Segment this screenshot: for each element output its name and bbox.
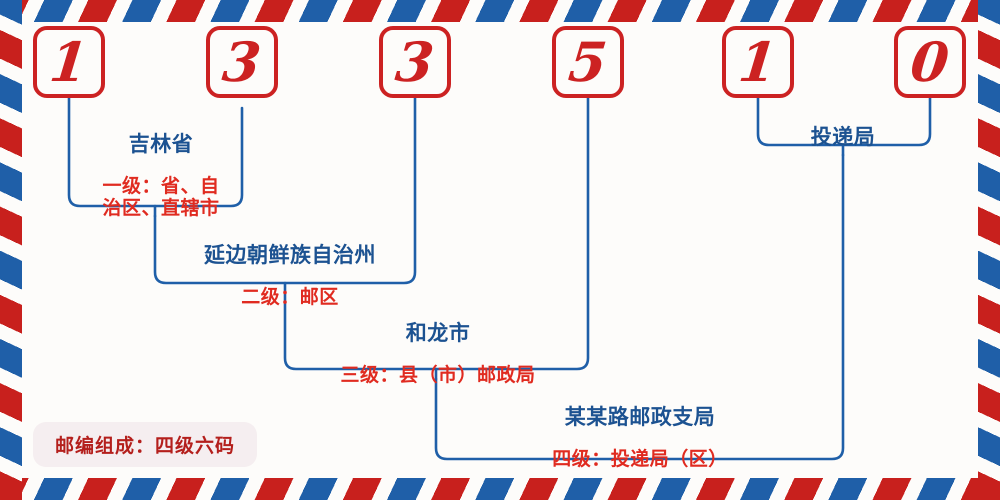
postcode-digit-1: 1 [33, 26, 105, 98]
postcode-digit-2: 3 [206, 26, 278, 98]
airmail-border-left [0, 0, 22, 500]
digit-glyph: 0 [907, 30, 953, 94]
postcode-digit-4: 5 [552, 26, 624, 98]
delivery-office-label: 投递局 [768, 106, 918, 167]
airmail-border-right [978, 0, 1000, 500]
digit-glyph: 3 [219, 30, 265, 94]
postcode-digit-5: 1 [722, 26, 794, 98]
digit-glyph: 3 [392, 30, 438, 94]
level-1-subtitle: 一级：省、自 治区、直辖市 [102, 176, 220, 220]
level-1-title: 吉林省 [128, 130, 194, 156]
digit-glyph: 1 [46, 30, 92, 94]
postcode-digit-6: 0 [894, 26, 966, 98]
level-4-subtitle: 四级：投递局（区） [552, 449, 728, 471]
airmail-border-bottom [0, 478, 1000, 500]
delivery-office-title: 投递局 [810, 123, 876, 149]
legend-badge: 邮编组成：四级六码 [33, 422, 258, 467]
level-3-subtitle: 三级：县（市）邮政局 [340, 365, 536, 387]
level-2-title: 延边朝鲜族自治州 [204, 241, 376, 267]
level-3-title: 和龙市 [405, 319, 471, 345]
level-1-label: 吉林省 一级：省、自 治区、直辖市 [78, 113, 244, 239]
postcode-digit-3: 3 [379, 26, 451, 98]
level-4-label: 某某路邮政支局 四级：投递局（区） [490, 386, 790, 490]
digit-glyph: 1 [735, 30, 781, 94]
digit-glyph: 5 [565, 30, 611, 94]
airmail-border-top [0, 0, 1000, 22]
level-4-title: 某某路邮政支局 [564, 403, 716, 429]
